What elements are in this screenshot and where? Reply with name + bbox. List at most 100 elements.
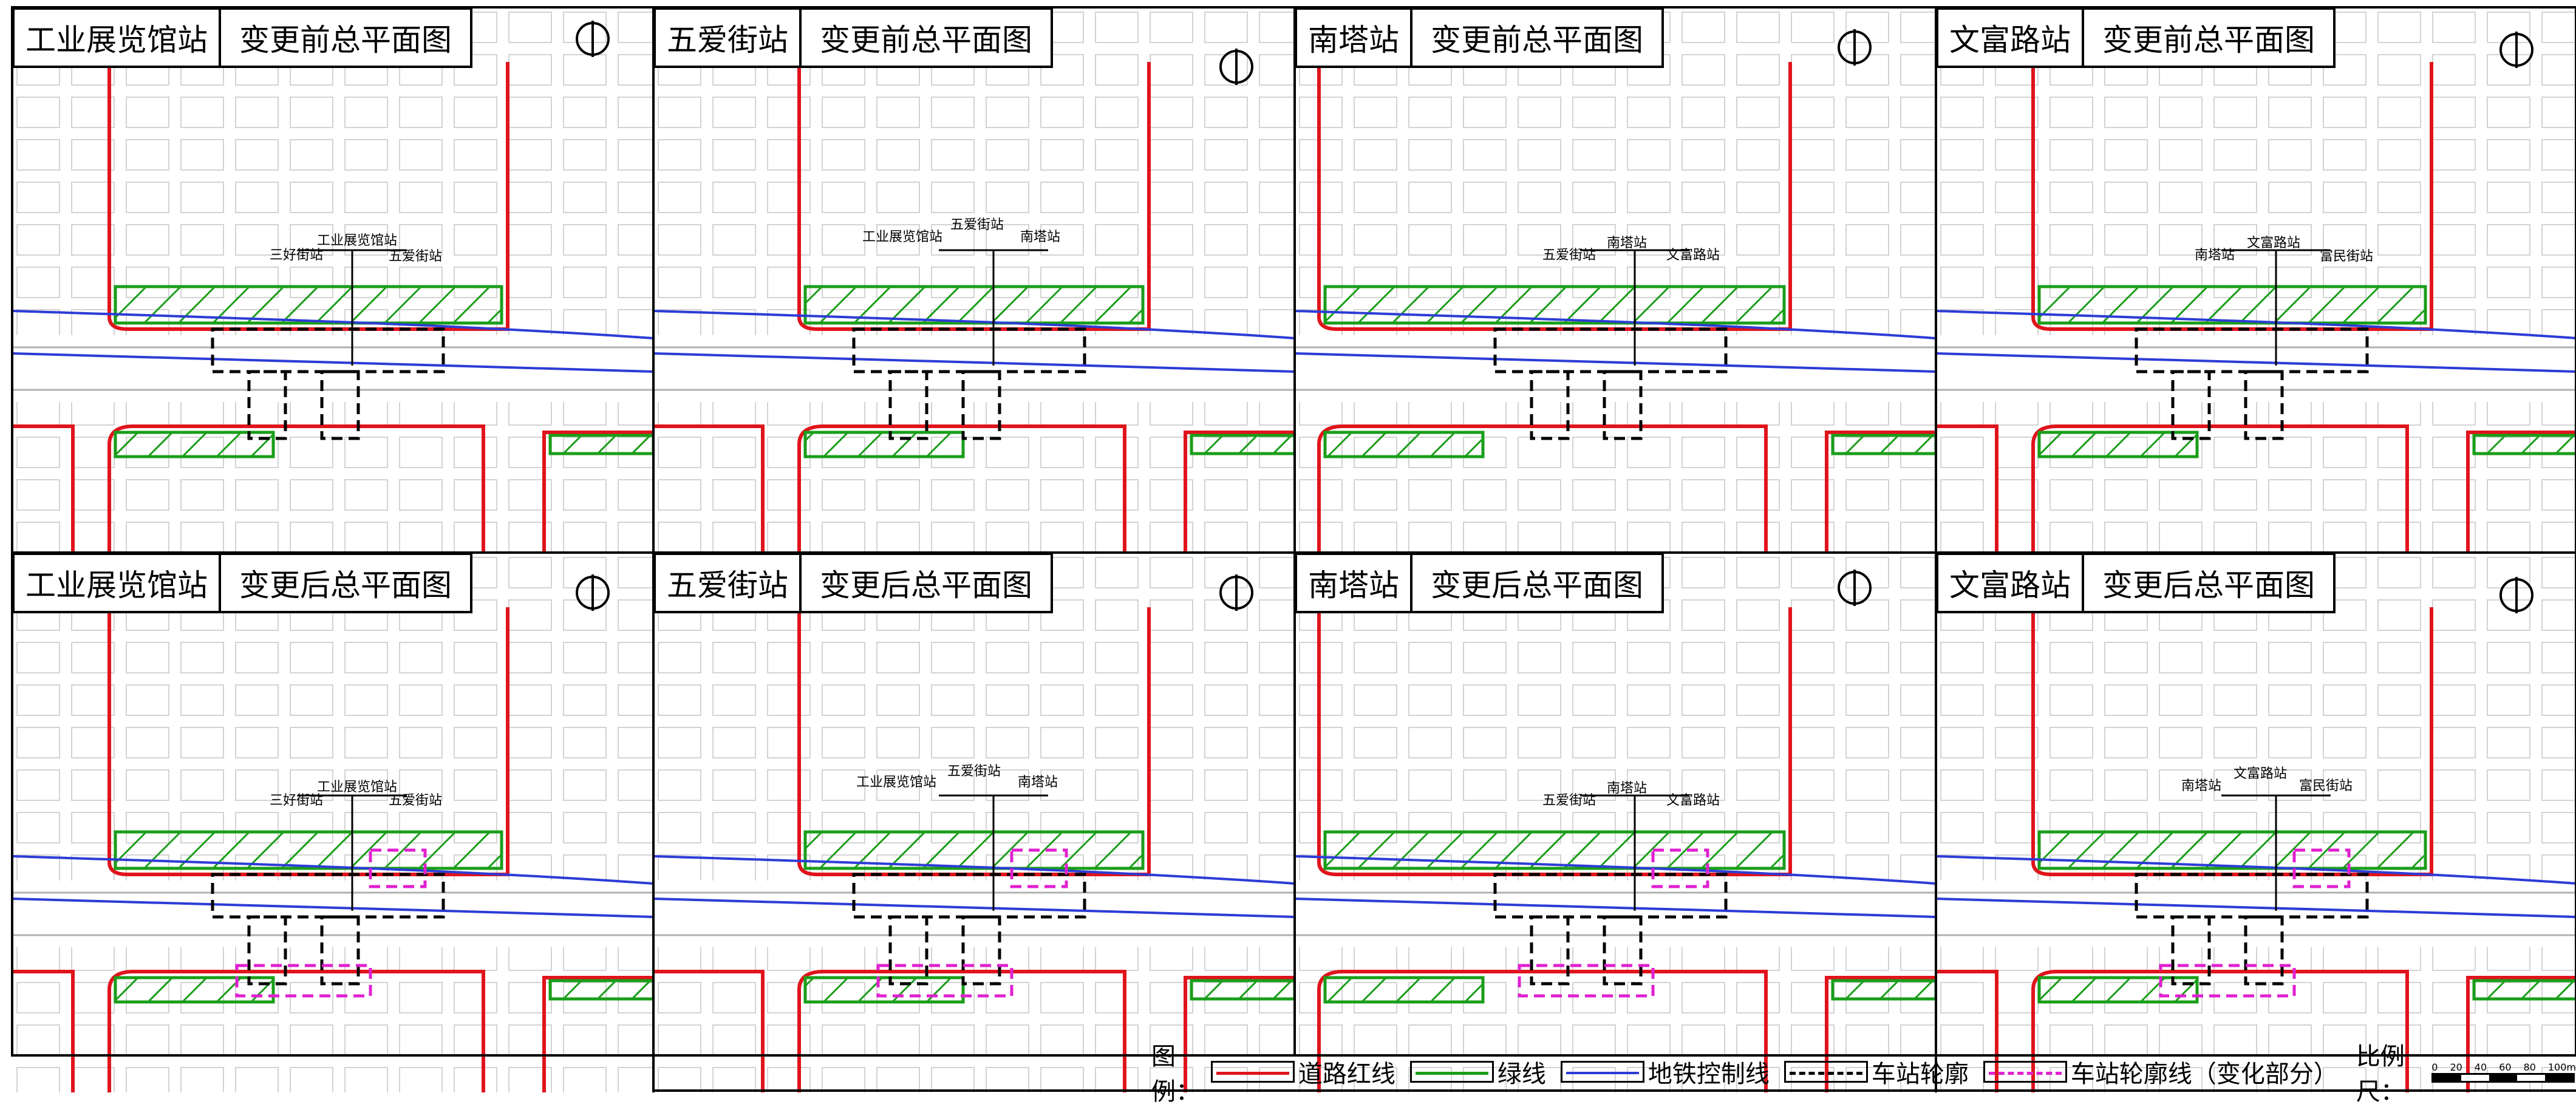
legend-item-station-outline: 车站轮廓	[1780, 1054, 1969, 1089]
station-label: 五爱街站	[389, 793, 443, 808]
metro-control-line	[1936, 898, 2576, 918]
panel-content	[1936, 553, 2576, 1092]
road-red-line	[2466, 976, 2576, 1092]
station-label: 五爱街站	[950, 217, 1004, 233]
plan-name: 变更前总平面图	[239, 22, 452, 58]
north-arrow-icon	[576, 574, 610, 611]
green-belt	[1323, 285, 1786, 325]
station-label: 三好街站	[270, 793, 324, 808]
building-blocks	[653, 553, 1295, 1092]
green-belt	[548, 979, 653, 1001]
station-name: 五爱街站	[656, 555, 802, 611]
green-belt	[1190, 434, 1295, 455]
legend-item-metro-control-line: 地铁控制线	[1557, 1054, 1770, 1089]
road-red-line	[107, 970, 485, 1092]
red-line-swatch-icon	[1210, 1061, 1295, 1083]
road-red-line	[2031, 62, 2433, 331]
green-belt	[803, 976, 965, 1004]
green-belt	[114, 976, 275, 1004]
green-belt	[2472, 979, 2576, 1001]
road-red-line	[542, 431, 653, 553]
metro-control-line	[12, 352, 653, 373]
map-panel-4	[1936, 7, 2576, 553]
plan-name: 变更后总平面图	[820, 568, 1032, 603]
north-arrow-icon	[1219, 49, 1253, 85]
green-belt	[548, 434, 653, 455]
building-blocks	[1295, 553, 1936, 1092]
metro-control-line	[12, 855, 653, 885]
metro-control-line	[653, 898, 1295, 918]
road-red-line	[1317, 970, 1768, 1092]
station-label: 文富路站	[1666, 793, 1720, 808]
station-outline	[961, 915, 1001, 986]
road-red-line	[2031, 424, 2409, 553]
station-label: 三好街站	[270, 248, 324, 263]
north-arrow-icon	[1838, 29, 1872, 66]
map-panel-3	[1295, 7, 1936, 553]
panel-title-8: 文富路站 变更后总平面图	[1936, 553, 2336, 613]
station-label: 工业展览馆站	[856, 775, 937, 790]
green-belt	[803, 285, 1145, 325]
plan-name: 变更后总平面图	[239, 568, 452, 603]
green-belt	[1323, 830, 1786, 870]
map-panel-2	[653, 7, 1295, 553]
station-outline-changed	[1651, 848, 1709, 888]
north-arrow-icon	[1838, 570, 1872, 606]
green-belt	[1323, 976, 1485, 1004]
station-outline	[2171, 915, 2211, 986]
station-name: 南塔站	[1297, 555, 1412, 611]
map-panel-1	[12, 7, 653, 553]
station-outline	[2244, 915, 2284, 986]
north-arrow-icon	[2499, 32, 2533, 68]
road-red-line	[797, 970, 1126, 1092]
metro-control-line	[653, 855, 1295, 885]
station-label: 五爱街站	[1542, 248, 1596, 263]
station-label: 文富路站	[1666, 248, 1720, 263]
station-outline	[961, 370, 1001, 440]
station-outline-changed	[2159, 964, 2296, 998]
station-outline-changed	[1010, 848, 1068, 888]
station-name: 文富路站	[1938, 555, 2084, 611]
station-outline	[2171, 370, 2211, 440]
station-label: 南塔站	[1607, 236, 1647, 251]
station-label: 富民街站	[2299, 778, 2353, 794]
road-red-line	[2031, 970, 2409, 1092]
road-red-line	[1936, 424, 1998, 553]
road-red-line	[1184, 431, 1295, 553]
station-outline	[2244, 370, 2284, 440]
legend-title: 图例：	[1151, 1043, 1200, 1106]
metro-control-line	[1295, 855, 1936, 885]
station-label: 五爱街站	[947, 764, 1001, 779]
green-belt	[1190, 979, 1295, 1001]
station-outline	[320, 370, 360, 440]
station-outline	[1603, 370, 1643, 440]
metro-control-line	[1295, 352, 1936, 373]
road-red-line	[1317, 607, 1792, 876]
plan-name: 变更后总平面图	[1431, 568, 1643, 603]
metro-control-line	[12, 898, 653, 918]
road-red-line	[653, 424, 765, 553]
metro-control-line	[653, 310, 1295, 339]
metro-control-line	[1295, 310, 1936, 339]
legend-item-road-red-line: 道路红线	[1207, 1054, 1395, 1089]
panel-content	[653, 7, 1295, 553]
legend-item-station-outline-changed: 车站轮廓线（变化部分）	[1980, 1054, 2338, 1089]
panel-content	[1295, 553, 1936, 1092]
road-red-line	[2031, 607, 2433, 876]
map-panel-7	[1295, 553, 1936, 1092]
map-panel-5	[12, 553, 653, 1092]
panel-content	[12, 7, 653, 553]
green-line-swatch-icon	[1409, 1061, 1494, 1083]
green-belt	[114, 431, 275, 458]
black-dashed-swatch-icon	[1784, 1061, 1868, 1083]
station-outline	[247, 915, 287, 986]
panel-title-7: 南塔站 变更后总平面图	[1295, 553, 1664, 613]
station-outline-changed	[2292, 848, 2351, 888]
station-outline	[888, 915, 929, 986]
station-name: 南塔站	[1297, 10, 1412, 66]
station-name: 文富路站	[1938, 10, 2084, 66]
plan-name: 变更前总平面图	[2102, 22, 2315, 58]
legend-bar: 图例： 道路红线 绿线 地铁控制线 车站轮廓 车站轮廓线（变化部分） 比例尺： …	[653, 1043, 2576, 1106]
station-name: 工业展览馆站	[15, 555, 221, 611]
road-red-line	[797, 607, 1151, 876]
